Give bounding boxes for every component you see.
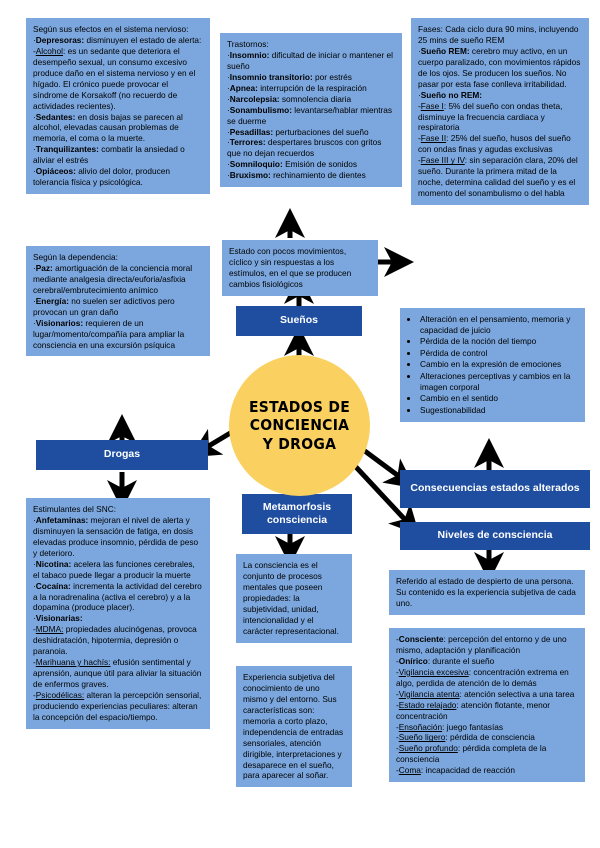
- box-line: Estimulantes del SNC:: [33, 504, 117, 514]
- box-niveles-detalle: -Consciente: percepción del entorno y de…: [389, 628, 585, 783]
- box-fases: Fases: Cada ciclo dura 90 mins, incluyen…: [411, 18, 589, 205]
- bar-suenos[interactable]: Sueños: [236, 306, 362, 336]
- box-line: ·Sonambulismo: levantarse/hablar mientra…: [227, 104, 393, 126]
- box-line: ·Opiáceos: alivio del dolor, producen to…: [33, 166, 170, 188]
- center-label-line: CONCIENCIA: [249, 416, 350, 435]
- box-consecuencias-list: Alteración en el pensamiento, memoria y …: [400, 308, 585, 422]
- list-item: Pérdida de la noción del tiempo: [419, 336, 578, 347]
- bar-consecuencias[interactable]: Consecuencias estados alterados: [400, 470, 590, 508]
- box-line: ·Sedantes: en dosis bajas se parecen al …: [33, 111, 183, 144]
- box-line: -Consciente: percepción del entorno y de…: [396, 634, 567, 655]
- box-trastornos: Trastornos:·Insomnio: dificultad de inic…: [220, 33, 402, 188]
- box-estado-suenos: Estado con pocos movimientos, cíclico y …: [222, 240, 378, 296]
- center-label-line: Y DROGA: [262, 434, 337, 453]
- box-line: -Onírico: durante el sueño: [396, 655, 495, 666]
- list-item: Alteraciones perceptivas y cambios en la…: [419, 371, 578, 393]
- box-line: -Sueño ligero: pérdida de consciencia: [396, 732, 535, 743]
- box-line: Experiencia subjetiva del conocimiento d…: [243, 672, 344, 781]
- box-line: -Sueño profundo: pérdida completa de la …: [396, 743, 547, 765]
- box-line: ·Terrores: despertares bruscos con grito…: [227, 137, 382, 159]
- bar-suenos-label: Sueños: [280, 314, 318, 327]
- box-line: ·Narcolepsia: somnolencia diaria: [227, 93, 352, 104]
- box-line: ·Insomnio: dificultad de iniciar o mante…: [227, 49, 394, 71]
- box-line: -Marihuana y hachís: efusión sentimental…: [33, 657, 202, 689]
- box-line: Según la dependencia:: [33, 252, 118, 262]
- box-line: Estado con pocos movimientos, cíclico y …: [229, 246, 352, 289]
- list-item: Sugestionabilidad: [419, 405, 578, 416]
- box-line: ·Cocaína: incrementa la actividad del ce…: [33, 580, 202, 613]
- box-line: -Estado relajado: atención flotante, men…: [396, 699, 551, 721]
- box-line: ·Apnea: interrupción de la respiración: [227, 82, 367, 93]
- box-line: ·Paz: amortiguación de la conciencia mor…: [33, 262, 193, 295]
- box-line: ·Visionarias:: [33, 613, 83, 624]
- box-consciencia-definicion: La consciencia es el conjunto de proceso…: [236, 554, 352, 643]
- bar-drogas[interactable]: Drogas: [36, 440, 208, 470]
- box-efectos-sistema-nervioso: Según sus efectos en el sistema nervioso…: [26, 18, 210, 195]
- box-line: La consciencia es el conjunto de proceso…: [243, 560, 339, 636]
- list-item: Cambio en la expresión de emociones: [419, 359, 578, 370]
- bar-niveles[interactable]: Niveles de consciencia: [400, 522, 590, 550]
- box-line: -Fase I: 5% del sueño con ondas theta, d…: [418, 100, 563, 133]
- box-line: -MDMA: propiedades alucinógenas, provoca…: [33, 624, 197, 657]
- box-segun-dependencia: Según la dependencia:·Paz: amortiguación…: [26, 246, 210, 357]
- box-line: ·Depresoras: disminuyen el estado de ale…: [33, 34, 202, 45]
- box-line: ·Anfetaminas: mejoran el nivel de alerta…: [33, 514, 199, 558]
- box-line: -Coma: incapacidad de reacción: [396, 765, 515, 776]
- center-label-line: ESTADOS DE: [248, 398, 351, 417]
- box-line: -Ensoñación: juego fantasías: [396, 721, 504, 732]
- box-line: ·Energía: no suelen ser adictivos pero p…: [33, 295, 175, 317]
- box-line: Según sus efectos en el sistema nervioso…: [33, 24, 189, 34]
- box-line: -Psicodélicas: alteran la percepción sen…: [33, 689, 202, 722]
- box-line: ·Pesadillas: perturbaciones del sueño: [227, 126, 369, 137]
- box-line: ·Somniloquio: Emisión de sonidos: [227, 159, 358, 170]
- list-item: Pérdida de control: [419, 348, 578, 359]
- box-line: ·Nicotina: acelera las funciones cerebra…: [33, 558, 195, 580]
- box-line: ·Visionarios: requieren de un lugar/mome…: [33, 317, 185, 350]
- box-line: ·Tranquilizantes: combatir la ansiedad o…: [33, 144, 185, 166]
- bar-niveles-label: Niveles de consciencia: [437, 529, 553, 542]
- consecuencias-bullet-list: Alteración en el pensamiento, memoria y …: [407, 314, 578, 415]
- box-line: ·Sueño no REM:: [418, 89, 483, 100]
- list-item: Cambio en el sentido: [419, 393, 578, 404]
- box-line: Trastornos:: [227, 39, 269, 49]
- list-item: Alteración en el pensamiento, memoria y …: [419, 314, 578, 336]
- bar-consecuencias-label: Consecuencias estados alterados: [410, 482, 580, 495]
- box-line: -Alcohol: es un sedante que deteriora el…: [33, 45, 196, 111]
- box-line: -Fase III y IV: sin separación clara, 20…: [418, 155, 578, 199]
- box-line: Fases: Cada ciclo dura 90 mins, incluyen…: [418, 24, 579, 45]
- box-estimulantes: Estimulantes del SNC:·Anfetaminas: mejor…: [26, 498, 210, 729]
- box-line: ·Sueño REM: cerebro muy activo, en un cu…: [418, 45, 581, 89]
- box-line: -Vigilancia atenta: atención selectiva a…: [396, 688, 575, 699]
- box-line: ·Insomnio transitorio: por estrés: [227, 71, 352, 82]
- bar-metamorfosis[interactable]: Metamorfosis consciencia: [242, 494, 352, 534]
- box-line: -Vigilancia excesiva: concentración extr…: [396, 666, 569, 688]
- box-line: -Fase II: 25% del sueño, husos del sueño…: [418, 133, 571, 155]
- box-line: Referido al estado de despierto de una p…: [396, 576, 576, 608]
- box-experiencia-subjetiva: Experiencia subjetiva del conocimiento d…: [236, 666, 352, 788]
- bar-metamorfosis-label: Metamorfosis consciencia: [262, 500, 332, 526]
- bar-drogas-label: Drogas: [103, 448, 141, 461]
- box-line: ·Bruxismo: rechinamiento de dientes: [227, 170, 366, 181]
- box-niveles-intro: Referido al estado de despierto de una p…: [389, 570, 585, 615]
